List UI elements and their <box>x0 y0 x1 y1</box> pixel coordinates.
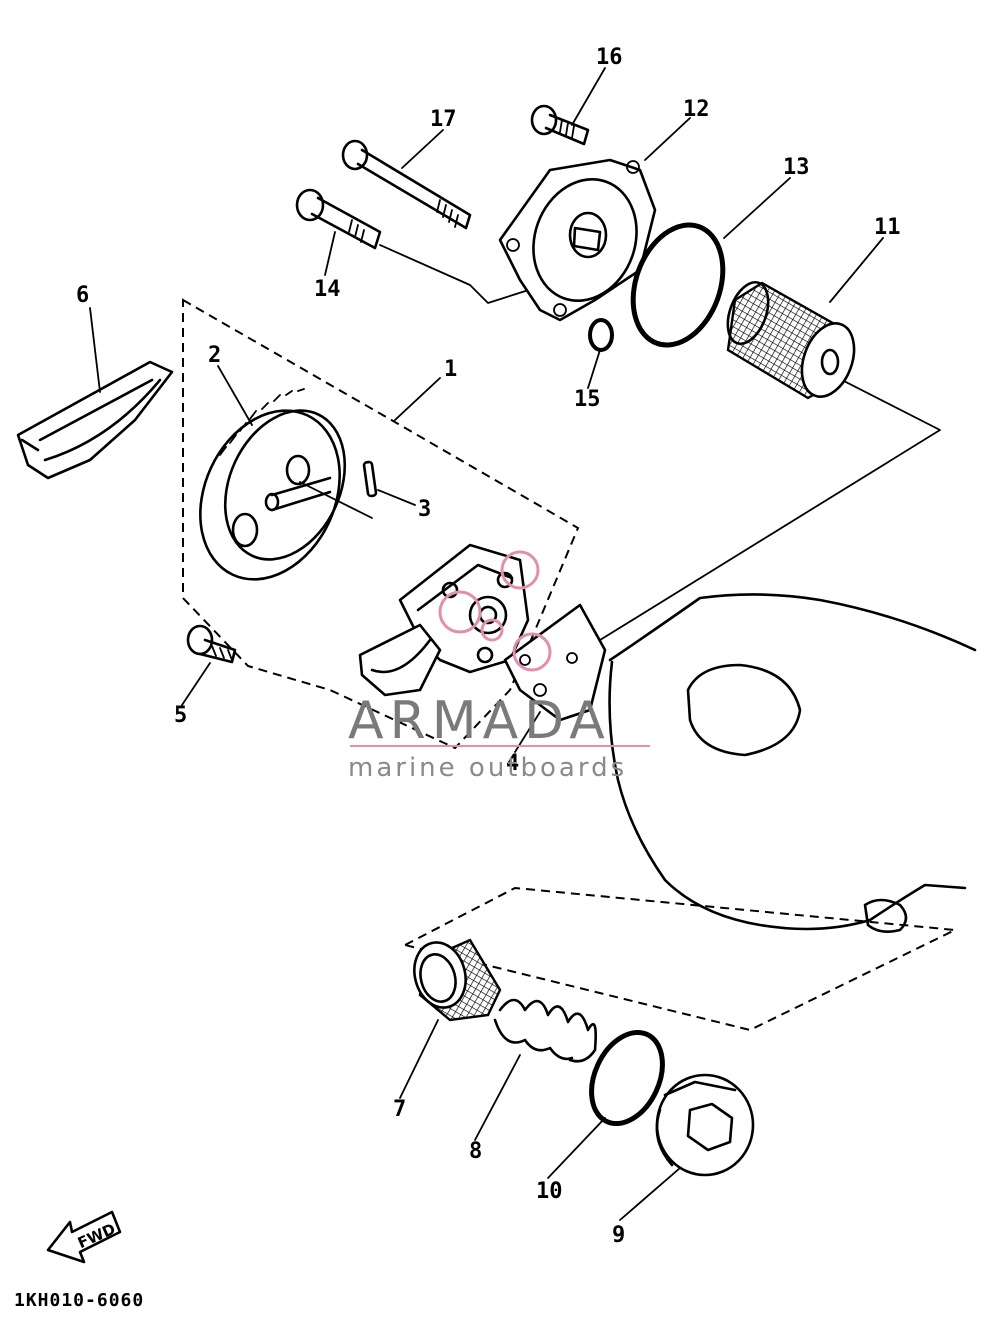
strainer-assembly-outline <box>402 886 959 1032</box>
label-part-14: 14 <box>314 277 341 302</box>
label-part-4: 4 <box>506 751 519 776</box>
oil-filter-part-11[interactable] <box>720 277 863 404</box>
label-part-5: 5 <box>174 703 187 728</box>
label-part-15: 15 <box>574 387 601 412</box>
watermark-sub: marine outboards <box>348 753 627 783</box>
label-part-12: 12 <box>683 97 710 122</box>
label-part-2: 2 <box>208 343 221 368</box>
gear-cover-part-6[interactable] <box>16 360 174 480</box>
label-part-10: 10 <box>536 1179 563 1204</box>
label-part-7: 7 <box>393 1097 406 1122</box>
crankcase-outline <box>608 593 977 931</box>
label-part-9: 9 <box>612 1223 625 1248</box>
cover-connection-line <box>379 244 536 304</box>
o-ring-part-10[interactable] <box>578 1021 677 1135</box>
o-ring-part-13[interactable] <box>617 212 738 357</box>
crankcase-boss <box>863 898 908 933</box>
label-part-3: 3 <box>418 497 431 522</box>
pump-assembly-outline <box>182 298 580 750</box>
label-part-16: 16 <box>596 45 623 70</box>
o-ring-part-15[interactable] <box>588 318 614 352</box>
gasket-plate-part-4[interactable] <box>503 603 607 722</box>
crankcase-bore <box>686 663 802 757</box>
label-part-13: 13 <box>783 155 810 180</box>
drain-plug-part-9[interactable] <box>655 1073 755 1177</box>
screw-part-5[interactable] <box>186 624 237 664</box>
watermark-brand: ARMADA <box>348 691 611 751</box>
label-part-8: 8 <box>469 1139 482 1164</box>
label-part-1: 1 <box>444 357 457 382</box>
label-part-6: 6 <box>76 283 89 308</box>
strainer-part-7[interactable] <box>407 937 502 1022</box>
long-bolt-part-17[interactable] <box>341 139 472 230</box>
drive-gear-part-2[interactable] <box>174 388 373 602</box>
short-bolt-part-16[interactable] <box>530 104 590 146</box>
label-leader-lines <box>89 67 884 1221</box>
label-part-17: 17 <box>430 107 457 132</box>
bolt-part-14[interactable] <box>295 188 382 250</box>
filter-connection-line <box>599 377 941 641</box>
watermark-logo-icon <box>438 550 552 672</box>
forward-arrow-icon: FWD <box>46 1210 122 1264</box>
spring-part-8[interactable] <box>493 998 597 1063</box>
armada-watermark: ARMADA marine outboards <box>348 550 650 783</box>
pin-part-3[interactable] <box>362 460 378 498</box>
label-part-11: 11 <box>874 215 901 240</box>
diagram-code: 1KH010-6060 <box>14 1290 144 1311</box>
